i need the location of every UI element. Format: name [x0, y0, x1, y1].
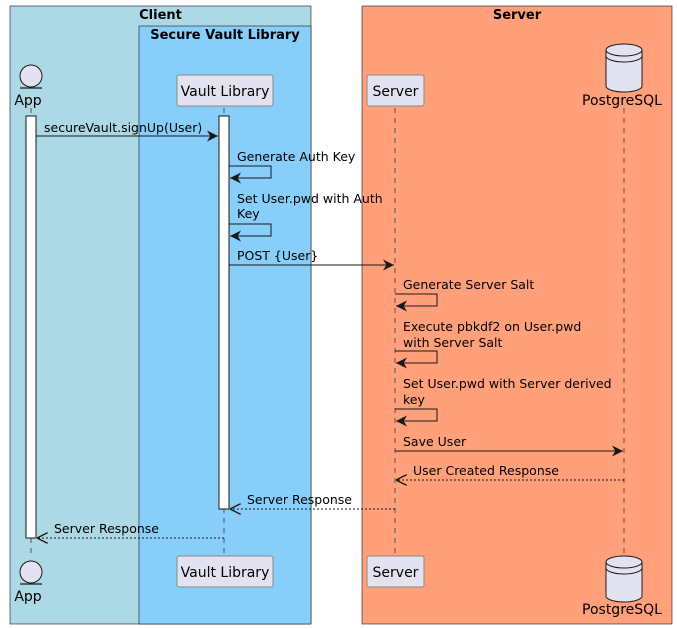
msg-signup-label: secureVault.signUp(User)	[44, 120, 202, 135]
server-group-title: Server	[493, 8, 542, 23]
database-icon	[605, 50, 643, 93]
app-label: App	[14, 93, 41, 109]
msg-server-resp-label-1: Server Response	[247, 492, 352, 507]
msg-pbkdf2-label-2: with Server Salt	[403, 335, 503, 350]
msg-gen-auth-arrow	[229, 165, 272, 184]
vault-label: Vault Library	[181, 84, 270, 100]
database-icon	[605, 562, 643, 603]
msg-server-key-label-1: Set User.pwd with Server derived	[403, 376, 612, 391]
msg-set-pwd-label-2: Key	[237, 206, 260, 221]
vault-label-bottom: Vault Library	[181, 565, 270, 581]
msg-gen-auth-label: Generate Auth Key	[237, 149, 356, 164]
vault-participant-top[interactable]: Vault Library	[176, 74, 274, 107]
server-participant-bottom[interactable]: Server	[366, 555, 425, 588]
client-group-title: Client	[139, 8, 182, 23]
msg-server-key-arrow	[395, 408, 438, 427]
server-label-bottom: Server	[373, 565, 419, 581]
msg-salt-label: Generate Server Salt	[403, 277, 534, 292]
msg-set-pwd-arrow	[229, 223, 272, 242]
msg-save-user-label: Save User	[403, 434, 467, 449]
db-participant-top[interactable]: PostgreSQL	[582, 43, 662, 109]
db-label-bottom: PostgreSQL	[582, 602, 662, 618]
app-participant-bottom[interactable]: App	[14, 560, 43, 605]
db-participant-bottom[interactable]: PostgreSQL	[582, 555, 662, 618]
msg-salt-arrow	[395, 293, 438, 312]
app-label-bottom: App	[14, 589, 41, 605]
msg-set-pwd-label-1: Set User.pwd with Auth	[237, 191, 383, 206]
server-label: Server	[373, 84, 419, 100]
app-activation	[25, 115, 37, 539]
server-participant-top[interactable]: Server	[366, 74, 425, 107]
msg-post-label: POST {User}	[237, 248, 318, 263]
vault-participant-bottom[interactable]: Vault Library	[176, 555, 274, 588]
app-participant-top[interactable]: App	[14, 64, 43, 109]
msg-server-key-label-2: key	[403, 392, 425, 407]
msg-server-resp-label-2: Server Response	[54, 521, 159, 536]
msg-created-resp-label: User Created Response	[413, 463, 559, 478]
db-label: PostgreSQL	[582, 93, 662, 109]
secure-vault-group-title: Secure Vault Library	[150, 28, 300, 43]
entity-icon	[19, 560, 43, 584]
server-group: Server	[361, 5, 673, 625]
msg-pbkdf2-label-1: Execute pbkdf2 on User.pwd	[403, 319, 581, 334]
entity-icon	[19, 64, 43, 88]
msg-pbkdf2-arrow	[395, 350, 438, 369]
vault-activation	[218, 115, 230, 510]
